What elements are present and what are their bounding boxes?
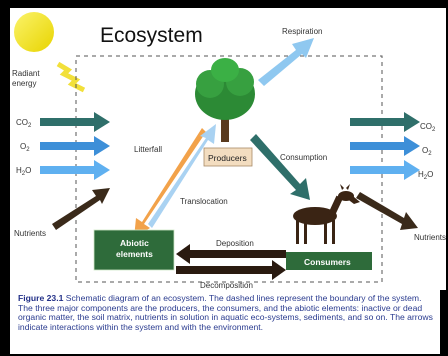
diagram-panel: Ecosystem Radiant energy Respiration CO2… — [10, 8, 446, 290]
consumption-arrow — [250, 134, 310, 200]
litterfall-label: Litterfall — [134, 145, 162, 154]
o2-right-label: O2 — [422, 146, 432, 157]
co2-right-label: CO2 — [420, 122, 436, 133]
co2-out-arrow — [350, 112, 420, 132]
translocation-arrow — [148, 124, 216, 228]
figure-caption: Figure 23.1 Schematic diagram of an ecos… — [10, 290, 440, 354]
radiant-energy-label-line2: energy — [12, 79, 36, 88]
producers-box — [203, 147, 253, 167]
lightning-icon — [56, 61, 86, 93]
abiotic-elements-box — [93, 229, 175, 271]
respiration-arrow — [258, 38, 314, 86]
o2-in-arrow — [40, 136, 110, 156]
translocation-label: Translocation — [180, 197, 228, 206]
caption-figure-number: Figure 23.1 — [18, 293, 64, 303]
litterfall-arrow — [134, 128, 206, 238]
consumption-label: Consumption — [280, 153, 327, 162]
abiotic-label-line2: elements — [116, 249, 153, 259]
radiant-energy-label-line1: Radiant — [12, 69, 40, 78]
consumers-label: Consumers — [304, 257, 351, 267]
nutrients-right-label: Nutrients — [414, 233, 446, 242]
consumers-box — [286, 252, 372, 270]
decomposition-label: Decomposition — [200, 281, 253, 290]
diagram-title: Ecosystem — [100, 24, 203, 47]
caption-text: Schematic diagram of an ecosystem. The d… — [18, 293, 433, 332]
tree-icon — [195, 58, 255, 142]
o2-out-arrow — [350, 136, 420, 156]
nutrients-in-arrow — [52, 188, 110, 230]
deer-icon — [293, 184, 360, 244]
deposition-arrow — [176, 244, 286, 264]
abiotic-label-line1: Abiotic — [120, 238, 149, 248]
nutrients-left-label: Nutrients — [14, 229, 46, 238]
decomposition-arrow — [176, 260, 286, 280]
ecosystem-diagram: Ecosystem Radiant energy Respiration CO2… — [12, 12, 446, 290]
co2-in-arrow — [40, 112, 110, 132]
h2o-left-label: H2O — [16, 166, 31, 177]
h2o-out-arrow — [350, 160, 420, 180]
o2-left-label: O2 — [20, 142, 30, 153]
nutrients-out-arrow — [356, 192, 418, 230]
co2-left-label: CO2 — [16, 118, 32, 129]
deposition-label: Deposition — [216, 239, 254, 248]
h2o-in-arrow — [40, 160, 110, 180]
producers-label: Producers — [208, 153, 247, 163]
sun-icon — [14, 12, 54, 52]
respiration-label: Respiration — [282, 27, 322, 36]
h2o-right-label: H2O — [418, 170, 433, 181]
